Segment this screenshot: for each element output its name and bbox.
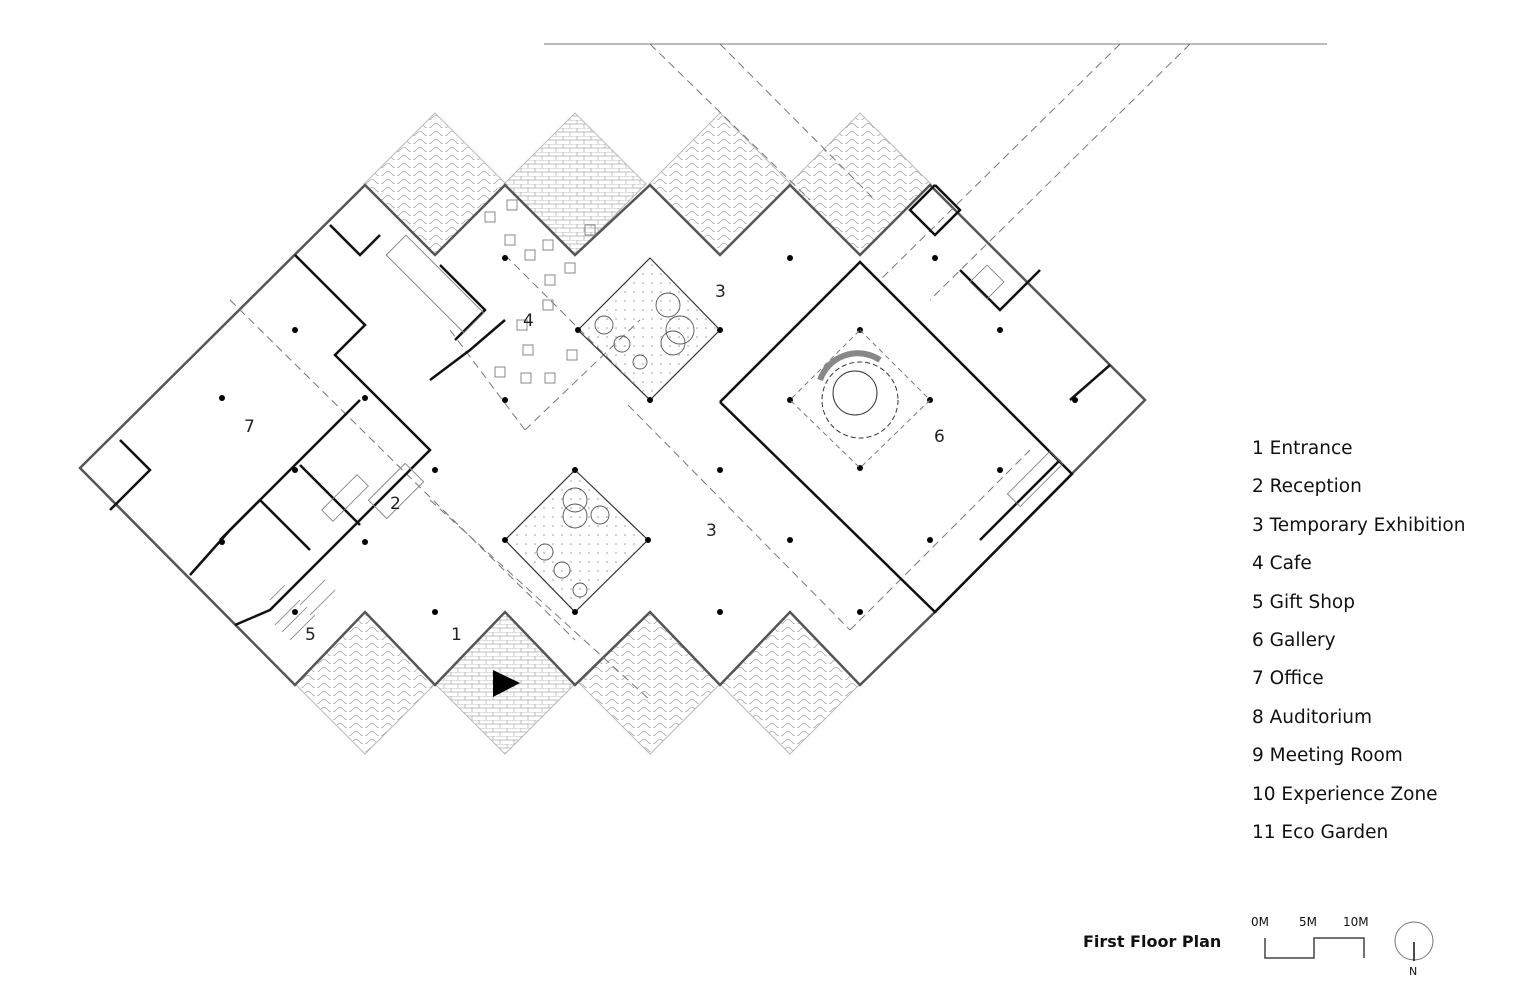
column <box>932 255 938 261</box>
cafe-table <box>524 249 536 261</box>
legend-item: 11 Eco Garden <box>1252 821 1389 843</box>
column <box>997 327 1003 333</box>
column <box>647 397 653 403</box>
column <box>362 395 368 401</box>
cafe-table <box>544 274 556 286</box>
cafe-table <box>542 239 554 251</box>
column <box>927 537 933 543</box>
room-label-gallery: 6 <box>934 427 945 447</box>
spiral-stair <box>789 329 931 469</box>
scale-label-0: 0M <box>1251 915 1269 929</box>
column <box>502 537 508 543</box>
column <box>502 255 508 261</box>
column <box>362 539 368 545</box>
building-outline <box>78 183 1147 687</box>
entrance-arrow-icon <box>493 670 520 697</box>
scale-label-5: 5M <box>1299 915 1317 929</box>
legend-item: 5 Gift Shop <box>1252 591 1355 613</box>
column <box>717 609 723 615</box>
cafe-table <box>544 372 556 384</box>
column <box>997 467 1003 473</box>
column <box>717 467 723 473</box>
legend-item: 4 Cafe <box>1252 553 1312 575</box>
column <box>787 255 793 261</box>
cafe-table <box>584 224 596 236</box>
legend-item: 6 Gallery <box>1252 629 1336 651</box>
cafe-table <box>484 211 496 223</box>
stairs <box>321 264 1064 522</box>
column <box>292 609 298 615</box>
column <box>575 327 581 333</box>
column <box>1072 397 1078 403</box>
legend-item: 9 Meeting Room <box>1252 745 1403 767</box>
column <box>787 537 793 543</box>
column <box>857 609 863 615</box>
reception-desk <box>367 234 485 520</box>
cafe-table <box>516 319 528 331</box>
room-label-exhibition-south: 3 <box>706 521 717 541</box>
legend-item: 8 Auditorium <box>1252 706 1372 728</box>
legend-item: 3 Temporary Exhibition <box>1252 514 1466 536</box>
structural-columns <box>219 255 1078 615</box>
column <box>502 397 508 403</box>
column <box>219 539 225 545</box>
room-label-office: 7 <box>244 417 255 437</box>
room-label-exhibition-north: 3 <box>715 282 726 302</box>
room-label-cafe: 4 <box>523 311 534 331</box>
room-label-reception: 2 <box>390 494 401 514</box>
legend-item: 2 Reception <box>1252 476 1362 498</box>
cafe-table <box>520 372 532 384</box>
cafe-table <box>506 199 518 211</box>
room-legend: 1 Entrance 2 Reception 3 Temporary Exhibit… <box>1252 436 1465 858</box>
scale-label-10: 10M <box>1343 915 1369 929</box>
cafe-table <box>522 344 534 356</box>
cafe-table <box>566 349 578 361</box>
room-label-entrance: 1 <box>451 625 462 645</box>
north-label: N <box>1409 965 1418 978</box>
legend-item: 10 Experience Zone <box>1252 783 1438 805</box>
gift-shop-shelves <box>269 579 336 641</box>
legend-item: 1 Entrance <box>1252 438 1353 459</box>
column <box>717 327 723 333</box>
plan-title: First Floor Plan <box>1083 932 1222 951</box>
room-label-gift-shop: 5 <box>305 625 316 645</box>
interior-walls <box>109 184 1111 627</box>
cafe-table <box>542 299 554 311</box>
column <box>645 537 651 543</box>
cafe-tables <box>484 199 596 384</box>
column <box>292 467 298 473</box>
scale-bar <box>1264 937 1365 959</box>
column <box>432 609 438 615</box>
tree-icons <box>536 292 695 598</box>
column <box>292 327 298 333</box>
column <box>572 467 578 473</box>
column <box>219 395 225 401</box>
cafe-table <box>504 234 516 246</box>
column <box>432 467 438 473</box>
column <box>572 609 578 615</box>
cafe-table <box>494 366 506 378</box>
legend-item: 7 Office <box>1252 668 1324 690</box>
cafe-table <box>564 262 576 274</box>
